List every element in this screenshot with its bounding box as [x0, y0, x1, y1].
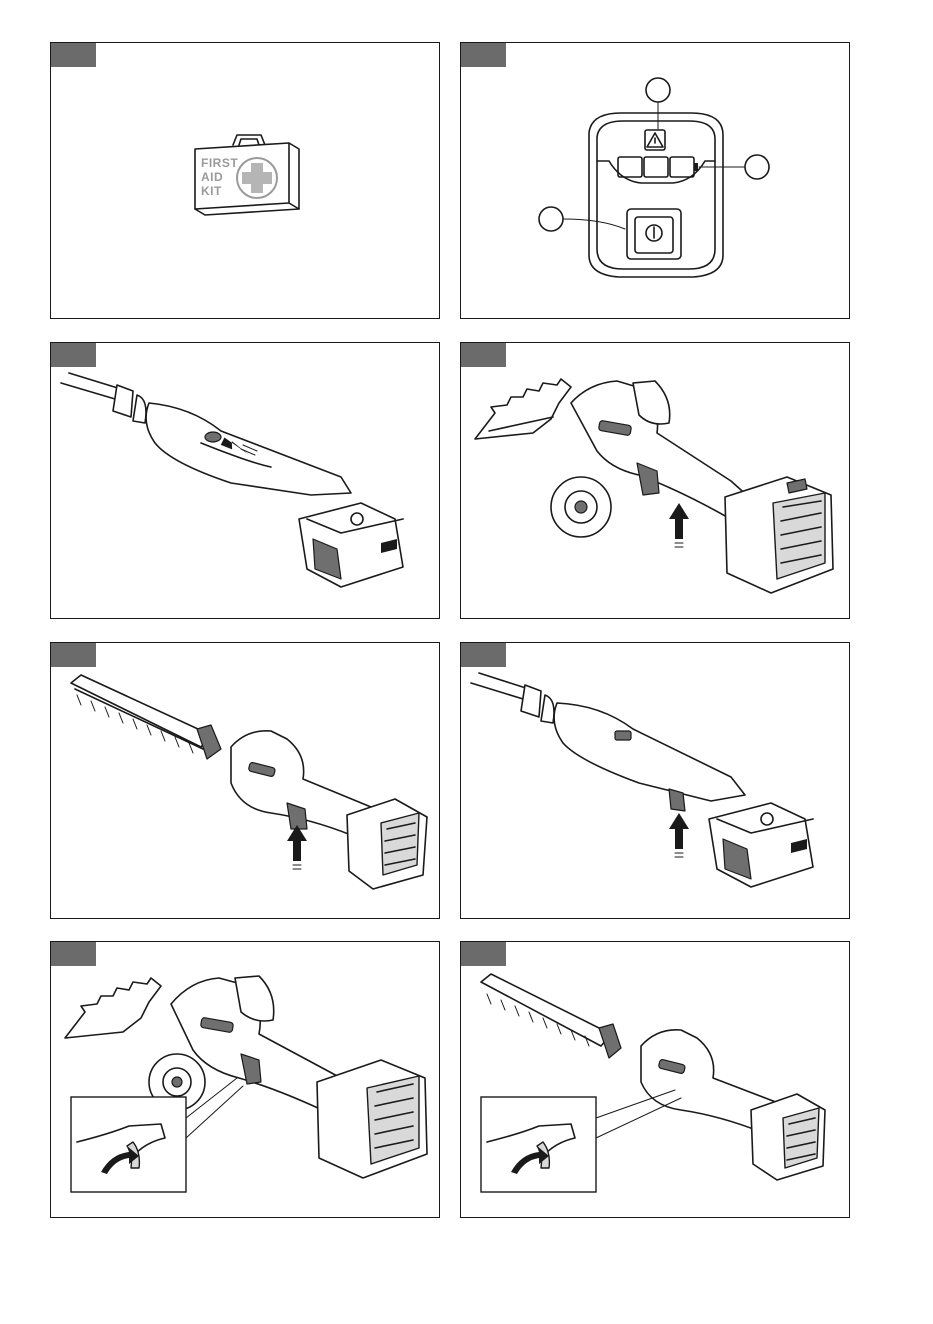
handle-illustration: [51, 343, 439, 618]
kit-label-line-2: AID: [201, 170, 223, 184]
kit-label-line-1: FIRST: [201, 156, 238, 170]
warning-triangle-icon: [645, 130, 665, 150]
callout-3: [539, 207, 563, 231]
figure-panel-6: [460, 642, 850, 919]
figure-panel-5: [50, 642, 440, 919]
callout-2: [745, 155, 769, 179]
grass-shear-illustration: [461, 343, 849, 618]
hedge-trimmer-trigger-illustration: [461, 942, 849, 1217]
hedge-trimmer-illustration: [51, 643, 439, 918]
figure-panel-1: FIRST AID KIT: [50, 42, 440, 319]
battery-level-icon: [618, 157, 698, 177]
figure-panel-3: [50, 342, 440, 619]
kit-label-line-3: KIT: [201, 184, 222, 198]
figure-panel-7: [50, 941, 440, 1218]
first-aid-kit-illustration: FIRST AID KIT: [51, 43, 439, 318]
handle-trigger-illustration: [461, 643, 849, 918]
control-panel-illustration: [461, 43, 849, 318]
grass-shear-trigger-illustration: [51, 942, 439, 1217]
power-button-icon: [627, 209, 681, 259]
callout-1: [646, 78, 670, 102]
figure-panel-8: [460, 941, 850, 1218]
figure-panel-2: [460, 42, 850, 319]
figure-panel-4: [460, 342, 850, 619]
